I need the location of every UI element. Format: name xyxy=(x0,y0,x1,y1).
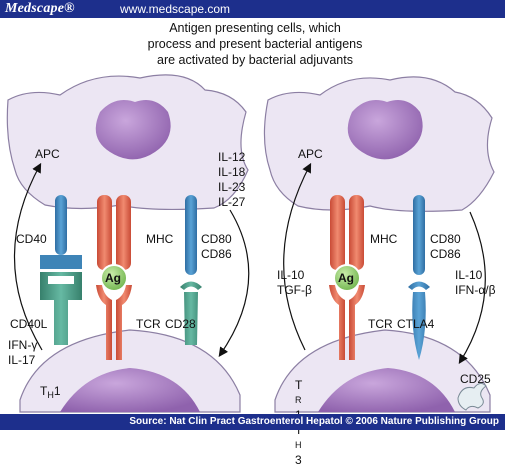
source-credit: Source: Nat Clin Pract Gastroenterol Hep… xyxy=(129,416,499,427)
cd25-receptor xyxy=(457,382,487,411)
cytokine-il12: IL-12 xyxy=(218,150,246,164)
left-tcr xyxy=(96,285,132,360)
cytokine-il18: IL-18 xyxy=(218,165,246,179)
left-mhc xyxy=(97,195,131,270)
left-cd80-label: CD80 xyxy=(201,232,232,246)
th3-suffix: 3 xyxy=(295,453,302,467)
cd28-label: CD28 xyxy=(165,317,196,331)
left-arrow-down xyxy=(218,209,250,357)
caption-line-1: Antigen presenting cells, which xyxy=(169,21,341,35)
left-apc-cell xyxy=(6,74,249,211)
left-antigen xyxy=(100,264,128,292)
ctla4-receptor xyxy=(408,281,430,360)
left-apc-nucleus xyxy=(95,99,171,160)
th3-sub: H xyxy=(295,440,302,450)
right-tr1-cell xyxy=(274,329,491,413)
ctla4-label: CTLA4 xyxy=(397,317,435,331)
th1-t: T xyxy=(40,384,48,398)
il10-right-label: IL-10 xyxy=(455,268,483,282)
left-cd80-cd86-labels: CD80 CD86 xyxy=(201,232,232,262)
il17-label: IL-17 xyxy=(8,353,36,367)
right-antigen xyxy=(333,264,361,292)
caption-line-3: are activated by bacterial adjuvants xyxy=(157,53,353,67)
cd25-label: CD25 xyxy=(460,372,491,386)
th1-sub: H xyxy=(47,390,54,400)
cd40l-label: CD40L xyxy=(10,317,48,331)
right-tcr xyxy=(329,285,365,360)
right-cd80-label: CD80 xyxy=(430,232,461,246)
right-cd80-cd86-labels: CD80 CD86 xyxy=(430,232,461,262)
site-url[interactable]: www.medscape.com xyxy=(120,2,231,16)
left-tcr-label: TCR xyxy=(136,317,161,331)
right-mhc-label: MHC xyxy=(370,232,398,246)
th1-label: TH1 xyxy=(40,385,61,402)
il10-left-label: IL-10 xyxy=(277,268,305,282)
cytokine-il27: IL-27 xyxy=(218,195,246,209)
medscape-logo[interactable]: Medscape® xyxy=(5,1,75,16)
tgf-beta-label: TGF-β xyxy=(277,283,312,297)
right-arrow-down xyxy=(458,211,486,365)
right-mhc xyxy=(330,195,364,270)
cd40l-receptor xyxy=(40,272,82,345)
right-apc-nucleus xyxy=(347,99,423,160)
right-arrow-up xyxy=(283,162,312,351)
cd40-label: CD40 xyxy=(16,232,47,246)
right-apc-label: APC xyxy=(298,147,323,161)
diagram-caption: Antigen presenting cells, which process … xyxy=(130,20,380,68)
left-mhc-label: MHC xyxy=(146,232,174,246)
left-th1-cell xyxy=(19,329,241,413)
right-apc-cell xyxy=(263,76,495,212)
left-apc-label: APC xyxy=(35,147,60,161)
left-cd86-label: CD86 xyxy=(201,247,232,261)
ifn-gamma-label: IFN-γ xyxy=(8,338,38,352)
left-ag-label: Ag xyxy=(105,271,121,285)
left-th1-nucleus xyxy=(60,368,200,412)
cd28-receptor xyxy=(180,281,202,345)
right-left-cytokines: IL-10 TGF-β xyxy=(277,268,312,298)
left-secreted-cytokines: IFN-γ IL-17 xyxy=(8,338,37,368)
right-tcr-label: TCR xyxy=(368,317,393,331)
header-bar: Medscape® www.medscape.com xyxy=(0,0,505,18)
right-tr1-nucleus xyxy=(318,368,455,412)
right-ag-label: Ag xyxy=(338,271,354,285)
right-cd86-label: CD86 xyxy=(430,247,461,261)
right-cd80-receptor xyxy=(413,195,425,275)
immune-diagram xyxy=(6,74,495,413)
tr1-t: T xyxy=(295,378,303,392)
caption-line-2: process and present bacterial antigens xyxy=(147,37,363,51)
cd40-receptor xyxy=(40,195,82,269)
footer-bar: Source: Nat Clin Pract Gastroenterol Hep… xyxy=(0,414,505,430)
left-arrow-up xyxy=(13,162,43,351)
left-cytokine-list: IL-12 IL-18 IL-23 IL-27 xyxy=(218,150,245,210)
right-right-cytokines: IL-10 IFN-α/β xyxy=(455,268,496,298)
left-cd80-receptor xyxy=(185,195,197,275)
th1-suffix: 1 xyxy=(53,384,61,398)
ifn-alpha-beta-label: IFN-α/β xyxy=(455,283,496,297)
cytokine-il23: IL-23 xyxy=(218,180,246,194)
tr1-sub: R xyxy=(295,395,302,405)
